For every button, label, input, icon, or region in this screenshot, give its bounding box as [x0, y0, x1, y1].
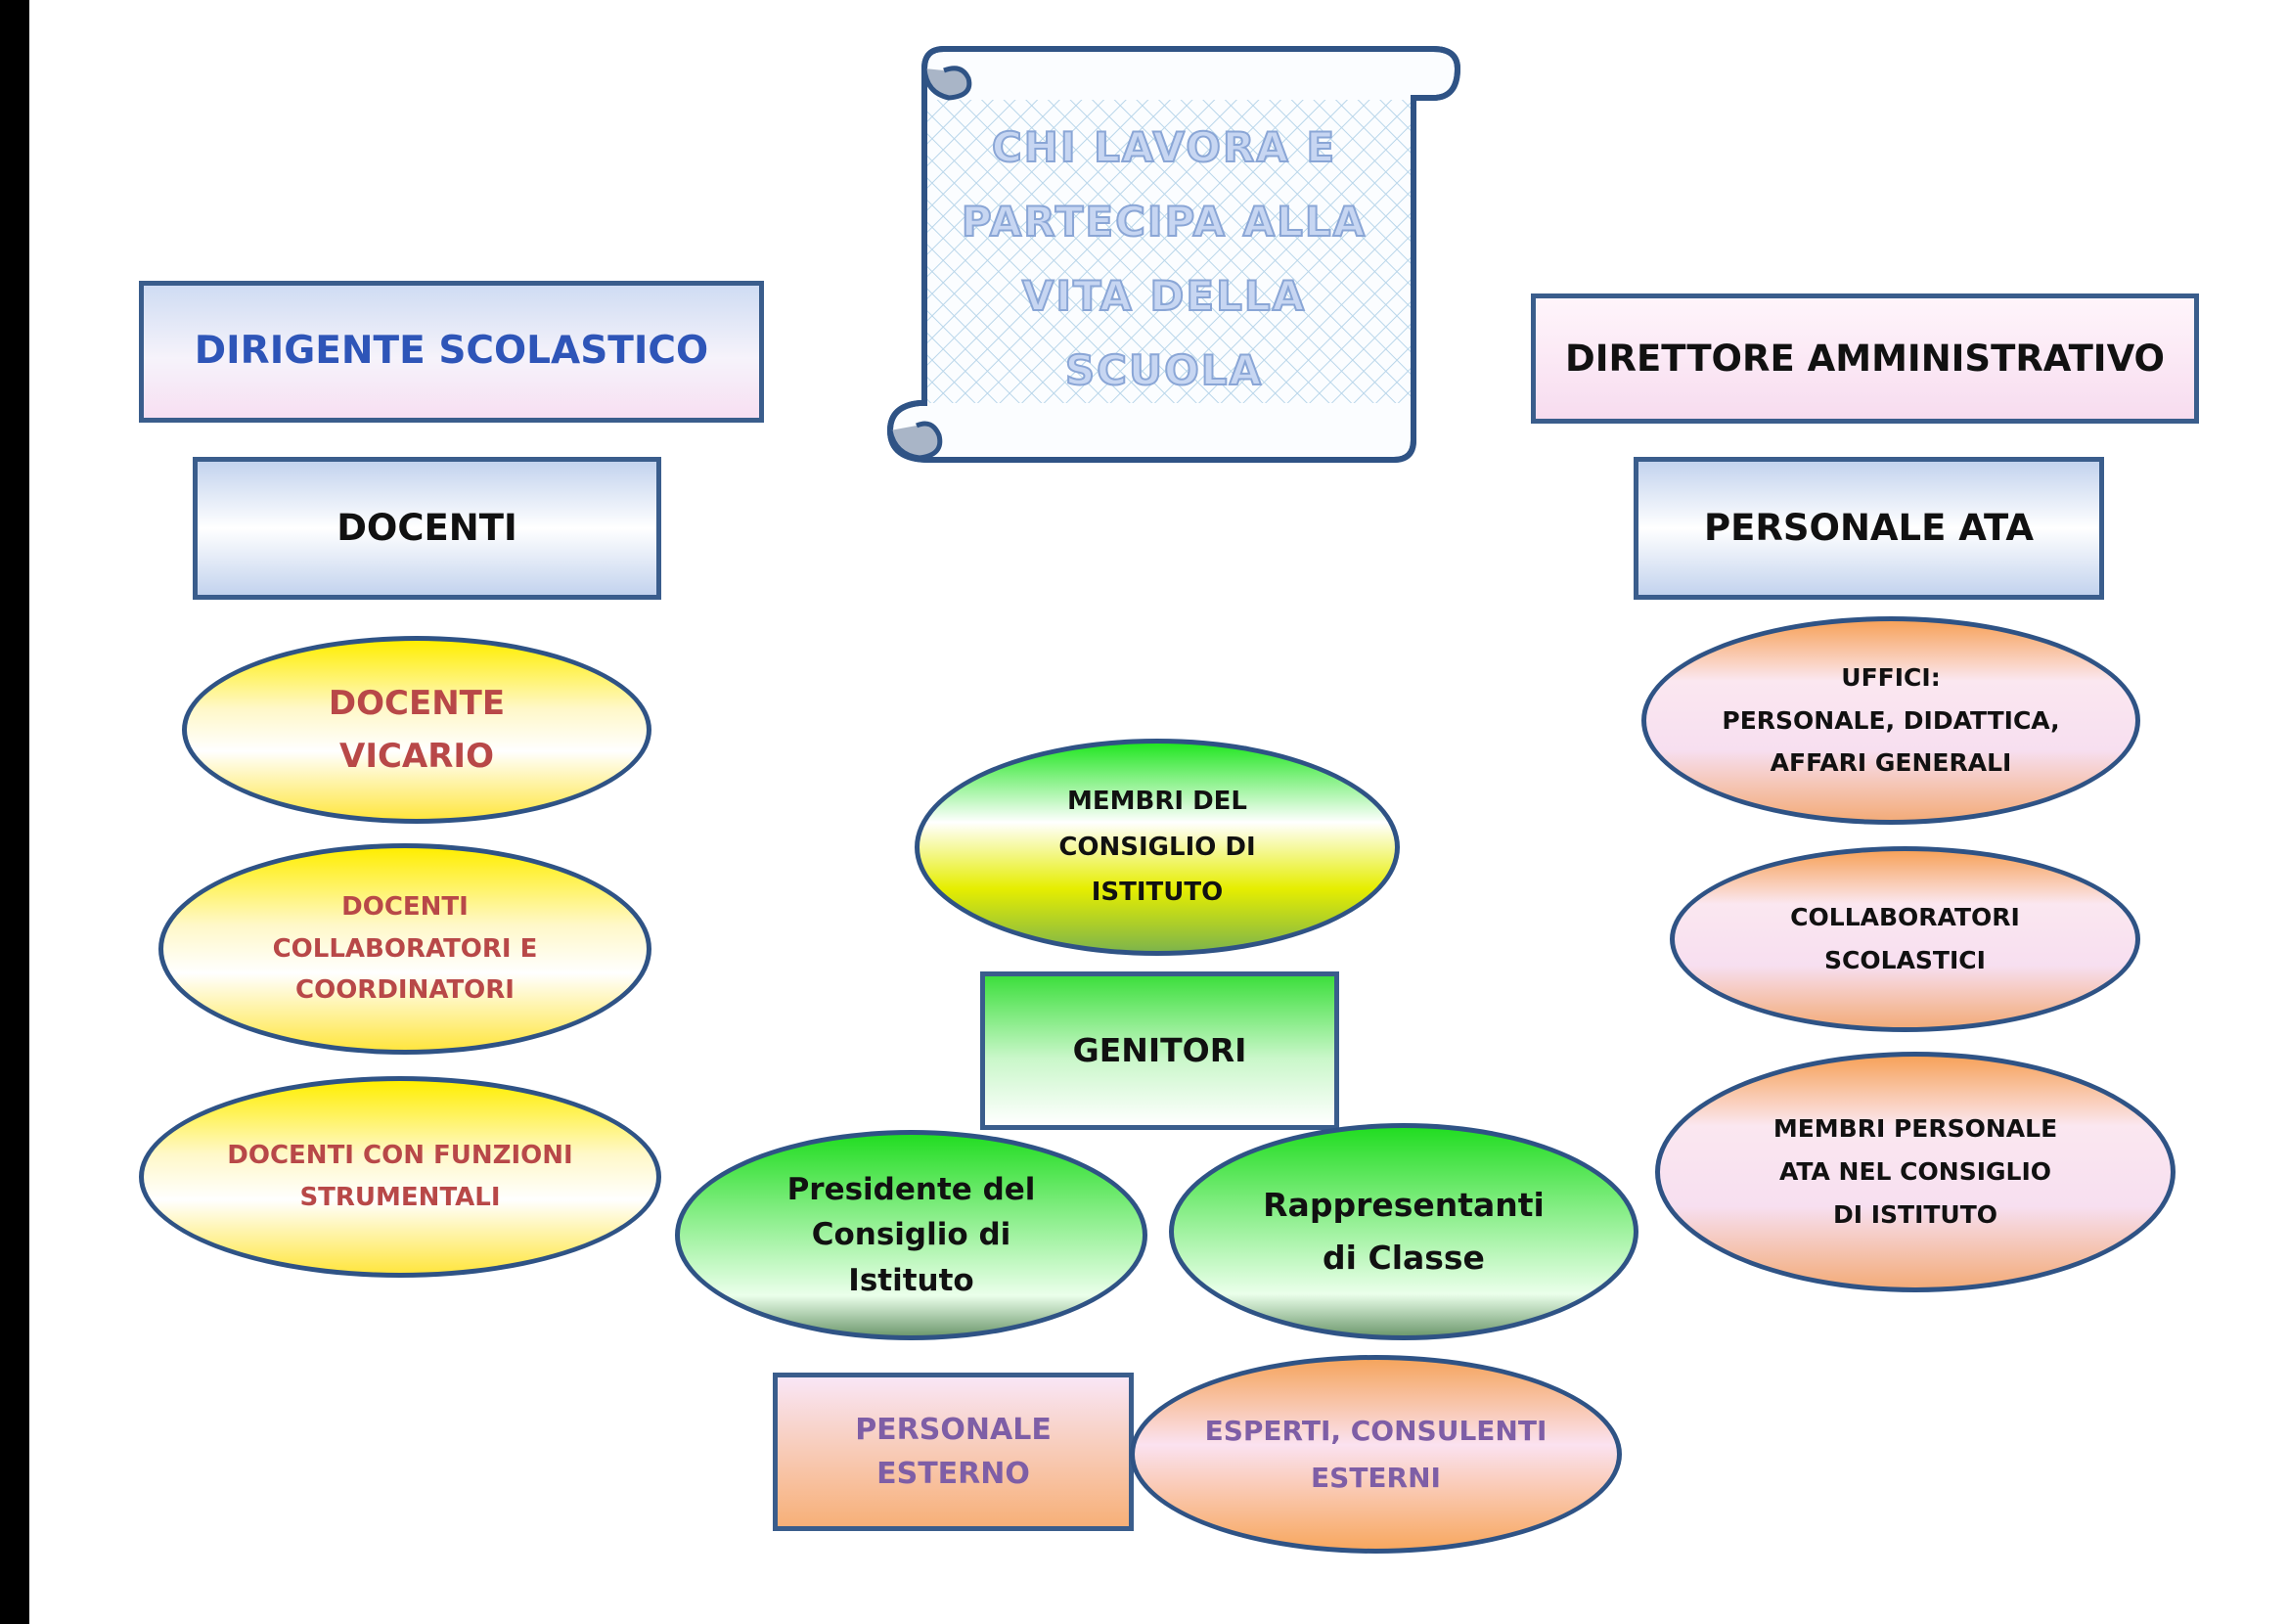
dirigente-scolastico-box: DIRIGENTE SCOLASTICO: [139, 281, 764, 423]
direttore-amministrativo-box: DIRETTORE AMMINISTRATIVO: [1531, 293, 2199, 424]
genitori-box: GENITORI: [980, 971, 1339, 1130]
uffici-line-3: AFFARI GENERALI: [1770, 748, 2012, 778]
membri-ata-line-3: DI ISTITUTO: [1832, 1199, 1998, 1229]
title: CHI LAVORA E PARTECIPA ALLA VITA DELLA S…: [939, 117, 1389, 401]
uffici-line-1: UFFICI:: [1841, 662, 1941, 692]
docente-vicario-line-1: DOCENTE: [328, 683, 506, 723]
docenti-label: DOCENTI: [336, 507, 517, 550]
personale-ata-box: PERSONALE ATA: [1634, 457, 2104, 600]
rappresentanti-ellipse: Rappresentanti di Classe: [1169, 1123, 1638, 1340]
uffici-line-2: PERSONALE, DIDATTICA,: [1722, 705, 2060, 735]
membri-ata-line-1: MEMBRI PERSONALE: [1772, 1114, 2058, 1144]
rappresentanti-line-1: Rappresentanti: [1263, 1185, 1545, 1224]
consiglio-istituto-line-3: ISTITUTO: [1091, 878, 1224, 908]
esperti-line-1: ESPERTI, CONSULENTI: [1204, 1414, 1548, 1447]
esperti-line-2: ESTERNI: [1311, 1461, 1441, 1494]
collaboratori-scolastici-ellipse: COLLABORATORI SCOLASTICI: [1670, 846, 2140, 1032]
docenti-funzioni-ellipse: DOCENTI CON FUNZIONI STRUMENTALI: [139, 1076, 661, 1278]
membri-ata-line-2: ATA NEL CONSIGLIO: [1778, 1157, 2052, 1187]
title-line-4: SCUOLA: [1064, 345, 1264, 395]
presidente-line-2: Consiglio di: [811, 1217, 1011, 1253]
personale-ata-label: PERSONALE ATA: [1703, 507, 2035, 550]
genitori-label: GENITORI: [1072, 1031, 1247, 1070]
consiglio-istituto-line-2: CONSIGLIO DI: [1058, 832, 1256, 862]
title-line-3: VITA DELLA: [1021, 271, 1307, 321]
presidente-line-1: Presidente del: [786, 1171, 1036, 1207]
collaboratori-scolastici-line-2: SCOLASTICI: [1824, 946, 1986, 974]
rappresentanti-line-2: di Classe: [1323, 1239, 1485, 1277]
docenti-collaboratori-line-3: COORDINATORI: [295, 975, 515, 1006]
personale-esterno-box: PERSONALE ESTERNO: [773, 1373, 1134, 1531]
docenti-funzioni-line-2: STRUMENTALI: [299, 1183, 501, 1212]
docenti-funzioni-line-1: DOCENTI CON FUNZIONI: [227, 1141, 573, 1171]
docenti-collaboratori-line-1: DOCENTI: [341, 891, 469, 922]
title-line-1: CHI LAVORA E: [991, 122, 1337, 172]
uffici-ellipse: UFFICI: PERSONALE, DIDATTICA, AFFARI GEN…: [1641, 616, 2140, 825]
docente-vicario-line-2: VICARIO: [339, 737, 494, 776]
collaboratori-scolastici-line-1: COLLABORATORI: [1790, 903, 2020, 932]
docenti-collaboratori-ellipse: DOCENTI COLLABORATORI E COORDINATORI: [158, 843, 651, 1055]
membri-ata-ellipse: MEMBRI PERSONALE ATA NEL CONSIGLIO DI IS…: [1655, 1052, 2176, 1292]
direttore-amministrativo-label: DIRETTORE AMMINISTRATIVO: [1564, 337, 2166, 380]
dirigente-scolastico-label: DIRIGENTE SCOLASTICO: [194, 329, 709, 374]
presidente-ellipse: Presidente del Consiglio di Istituto: [675, 1130, 1147, 1340]
docenti-collaboratori-line-2: COLLABORATORI E: [272, 933, 538, 964]
docente-vicario-ellipse: DOCENTE VICARIO: [182, 636, 651, 824]
title-line-2: PARTECIPA ALLA: [961, 197, 1368, 247]
title-scroll: [886, 46, 1461, 463]
docenti-box: DOCENTI: [193, 457, 661, 600]
presidente-line-3: Istituto: [848, 1262, 974, 1298]
personale-esterno-label: PERSONALE ESTERNO: [855, 1413, 1052, 1491]
page-edge-bar: [0, 0, 29, 1624]
consiglio-istituto-ellipse: MEMBRI DEL CONSIGLIO DI ISTITUTO: [915, 739, 1400, 956]
consiglio-istituto-line-1: MEMBRI DEL: [1067, 786, 1247, 816]
esperti-ellipse: ESPERTI, CONSULENTI ESTERNI: [1130, 1355, 1622, 1554]
